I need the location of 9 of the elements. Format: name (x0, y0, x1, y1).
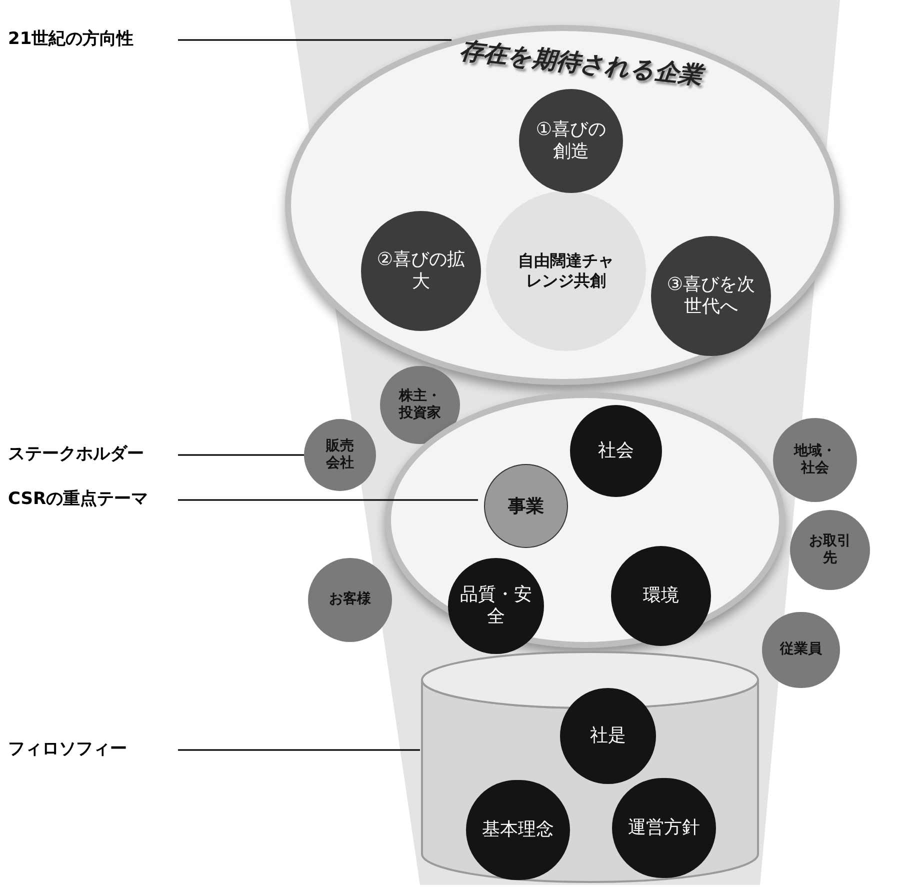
side-label: CSRの重点テーマ (8, 484, 178, 516)
leader-line (178, 499, 478, 501)
tier-title: 存在を期待される企業 (457, 35, 707, 92)
side-label: ステークホルダー (8, 439, 178, 471)
side-label: 21世紀の方向性 (8, 24, 178, 56)
leader-line (178, 454, 304, 456)
side-label: フィロソフィー (8, 734, 178, 766)
leader-line (178, 749, 420, 751)
leader-line (178, 39, 452, 41)
